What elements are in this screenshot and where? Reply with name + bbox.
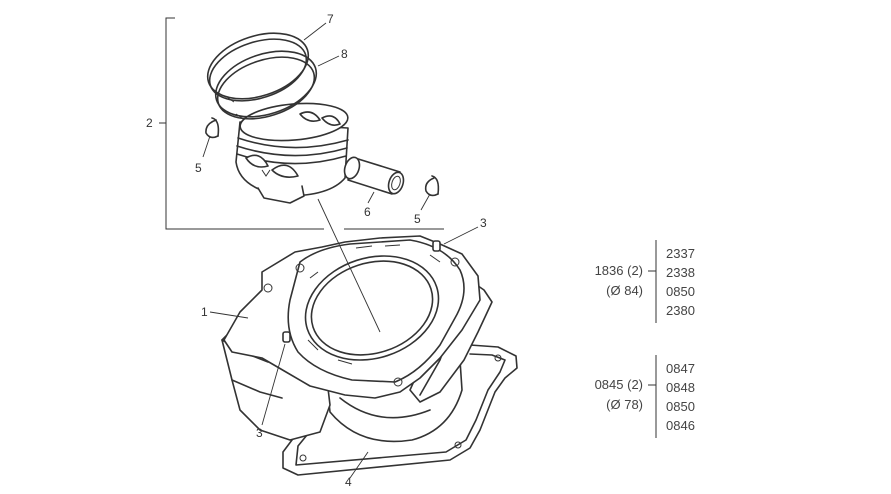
callout-labels: 1 2 3 3 4 5 5 6 7 8 <box>146 12 487 489</box>
group-2-label: 0845 (2) <box>595 377 643 392</box>
group-2-diameter: (Ø 78) <box>606 397 643 412</box>
group-1-diameter: (Ø 84) <box>606 283 643 298</box>
part-table-group-1: 1836 (2) (Ø 84) 2337 2338 0850 2380 <box>595 240 695 323</box>
piston <box>235 102 349 204</box>
piston-pin <box>343 156 405 195</box>
group-1-label: 1836 (2) <box>595 263 643 278</box>
part-table-group-2: 0845 (2) (Ø 78) 0847 0848 0850 0846 <box>595 355 695 438</box>
group-1-code-1: 2337 <box>666 246 695 261</box>
callout-4: 4 <box>345 475 352 489</box>
callout-1: 1 <box>201 305 208 319</box>
group-1-code-2: 2338 <box>666 265 695 280</box>
callout-2: 2 <box>146 116 153 130</box>
callout-7: 7 <box>327 12 334 26</box>
group-2-code-2: 0848 <box>666 380 695 395</box>
callout-5-right: 5 <box>414 212 421 226</box>
group-2-code-4: 0846 <box>666 418 695 433</box>
callout-3-bottom: 3 <box>256 426 263 440</box>
leader-lines <box>202 22 479 479</box>
group-1-code-4: 2380 <box>666 303 695 318</box>
group-1-code-3: 0850 <box>666 284 695 299</box>
callout-5-left: 5 <box>195 161 202 175</box>
callout-6: 6 <box>364 205 371 219</box>
piston-rings <box>206 32 318 120</box>
circlips <box>205 117 440 197</box>
group-2-code-1: 0847 <box>666 361 695 376</box>
piston-assembly-bracket <box>159 17 444 230</box>
assembly-axis-line <box>317 198 381 333</box>
callout-3-top: 3 <box>480 216 487 230</box>
group-2-code-3: 0850 <box>666 399 695 414</box>
cylinder-body <box>221 235 493 443</box>
callout-8: 8 <box>341 47 348 61</box>
